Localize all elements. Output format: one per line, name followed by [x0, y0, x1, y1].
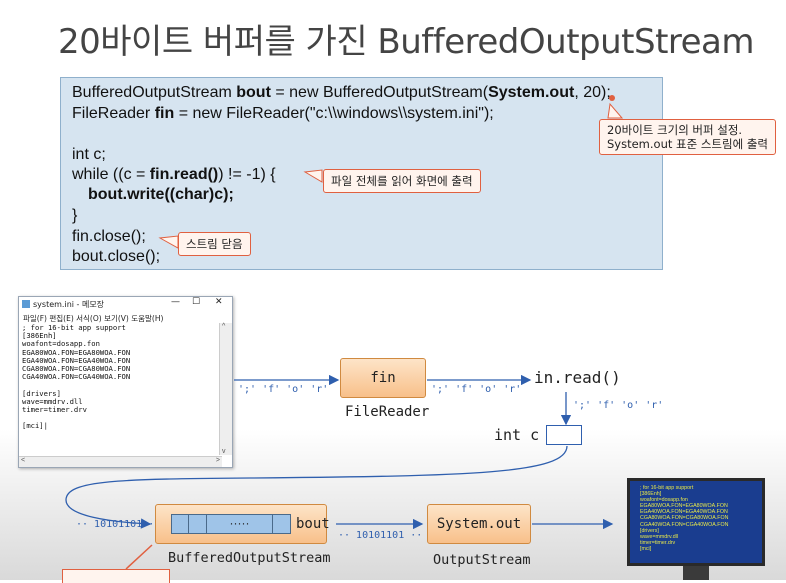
code-line-2: FileReader fin = new FileReader("c:\\win… — [72, 105, 494, 122]
buffer-cell — [171, 514, 189, 534]
scroll-left-icon[interactable]: < — [21, 457, 26, 464]
maximize-icon[interactable]: ☐ — [192, 297, 201, 307]
callout-buffer: 20바이트 크기의 버퍼 설정. System.out 표준 스트림에 출력 — [599, 119, 776, 155]
buffer-cell-dots: ····· — [207, 514, 273, 534]
code-line-6: } — [72, 207, 78, 224]
chars-flow-1: ';' 'f' 'o' 'r' — [238, 384, 329, 395]
outputstream-label: OutputStream — [433, 552, 531, 568]
close-icon[interactable]: ✕ — [215, 297, 223, 307]
bits-flow-1: ·· 10101101 ·· — [76, 519, 161, 530]
code-line-7: fin.close(); — [72, 228, 146, 245]
notepad-window: system.ini - 메모장 — ☐ ✕ 파일(F) 편집(E) 서식(O)… — [18, 296, 233, 468]
bufferedstream-label: BufferedOutputStream — [168, 550, 331, 566]
fin-box: fin — [340, 358, 426, 398]
notepad-titlebar: system.ini - 메모장 — ☐ ✕ — [19, 297, 232, 311]
inread-label: in.read() — [534, 368, 621, 387]
bits-flow-2: ·· 10101101 ·· — [338, 530, 423, 541]
fin-label: fin — [370, 370, 396, 386]
scroll-up-icon[interactable]: ^ — [222, 323, 226, 330]
buffer-cell — [189, 514, 207, 534]
chars-flow-2: ';' 'f' 'o' 'r' — [431, 384, 522, 395]
monitor-output-text: ; for 16-bit app support [386Enh] woafon… — [640, 485, 729, 552]
system-out-box: System.out — [427, 504, 531, 544]
notepad-menubar[interactable]: 파일(F) 편집(E) 서식(O) 보기(V) 도움말(H) — [19, 312, 232, 323]
code-line-3: int c; — [72, 146, 106, 163]
buffer-cells: ····· — [171, 514, 291, 534]
scroll-right-icon[interactable]: > — [215, 457, 220, 464]
monitor-stand — [683, 566, 709, 580]
bout-label: bout — [296, 516, 330, 532]
notepad-title: system.ini - 메모장 — [33, 300, 105, 309]
code-line-1: BufferedOutputStream bout = new Buffered… — [72, 84, 611, 101]
code-line-5: bout.write((char)c); — [88, 186, 234, 203]
intc-label: int c — [494, 426, 540, 444]
buffered-stream-box: ····· bout — [155, 504, 330, 544]
monitor-display: ; for 16-bit app support [386Enh] woafon… — [621, 474, 771, 580]
buffer-cell — [273, 514, 291, 534]
sysout-label: System.out — [436, 516, 522, 532]
callout-buffer-line1: 20바이트 크기의 버퍼 설정. — [607, 123, 743, 137]
notepad-menu-items[interactable]: 파일(F) 편집(E) 서식(O) 보기(V) 도움말(H) — [23, 314, 164, 323]
page-title: 20바이트 버퍼를 가진 BufferedOutputStream — [58, 22, 755, 62]
callout-read-loop: 파일 전체를 읽어 화면에 출력 — [323, 169, 481, 193]
code-line-8: bout.close(); — [72, 248, 161, 265]
intc-variable-box — [546, 425, 582, 445]
filereader-label: FileReader — [345, 404, 430, 420]
notepad-vertical-scrollbar[interactable]: ^ v — [219, 323, 232, 455]
code-line-4: while ((c = fin.read()) != -1) { — [72, 166, 276, 183]
minimize-icon[interactable]: — — [171, 297, 180, 307]
scroll-down-icon[interactable]: v — [222, 448, 226, 455]
notepad-horizontal-scrollbar[interactable]: < > — [19, 456, 222, 467]
chars-flow-3: ';' 'f' 'o' 'r' — [573, 400, 664, 411]
callout-buffer-line2: System.out 표준 스트림에 출력 — [607, 137, 768, 151]
code-block: BufferedOutputStream bout = new Buffered… — [60, 77, 776, 270]
monitor-screen: ; for 16-bit app support [386Enh] woafon… — [627, 478, 765, 566]
notepad-text-area[interactable]: ; for 16-bit app support [386Enh] woafon… — [22, 324, 131, 431]
notepad-app-icon — [22, 300, 30, 308]
